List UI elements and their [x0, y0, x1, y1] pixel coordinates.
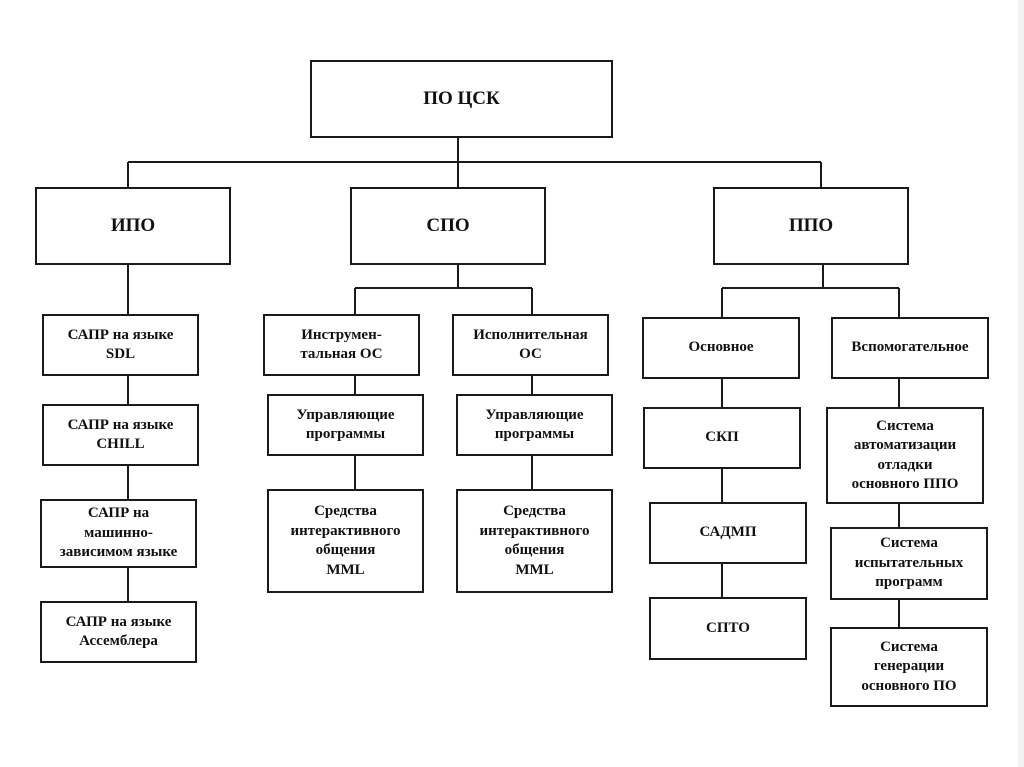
ppo-group-main: Основное [642, 317, 800, 379]
spo-instrumental-mml: Средства интерактивного общения MML [267, 489, 424, 593]
ppo-main-skp: СКП [643, 407, 801, 469]
spo-group-instrumental: Инструмен- тальная ОС [263, 314, 420, 376]
connector-ppo [721, 264, 900, 628]
ppo-main-sadmp: САДМП [649, 502, 807, 564]
ipo-child-machine: САПР на машинно- зависимом языке [40, 499, 197, 568]
ppo-main-spto: СПТО [649, 597, 807, 660]
spo-executive-mml: Средства интерактивного общения MML [456, 489, 613, 593]
ppo-aux-generation: Система генерации основного ПО [830, 627, 988, 707]
ipo-box: ИПО [35, 187, 231, 265]
connector-root [127, 137, 822, 188]
ppo-box: ППО [713, 187, 909, 265]
spo-group-executive: Исполнительная ОС [452, 314, 609, 376]
ppo-aux-test-programs: Система испытательных программ [830, 527, 988, 600]
root-box: ПО ЦСК [310, 60, 613, 138]
spo-executive-control: Управляющие программы [456, 394, 613, 456]
ipo-child-sdl: САПР на языке SDL [42, 314, 199, 376]
ipo-child-assembler: САПР на языке Ассемблера [40, 601, 197, 663]
connector-spo [354, 264, 533, 490]
ppo-aux-debug-automation: Система автоматизации отладки основного … [826, 407, 984, 504]
ppo-group-auxiliary: Вспомогательное [831, 317, 989, 379]
spo-instrumental-control: Управляющие программы [267, 394, 424, 456]
ipo-child-chill: САПР на языке CHILL [42, 404, 199, 466]
spo-box: СПО [350, 187, 546, 265]
page-edge [1018, 0, 1024, 767]
